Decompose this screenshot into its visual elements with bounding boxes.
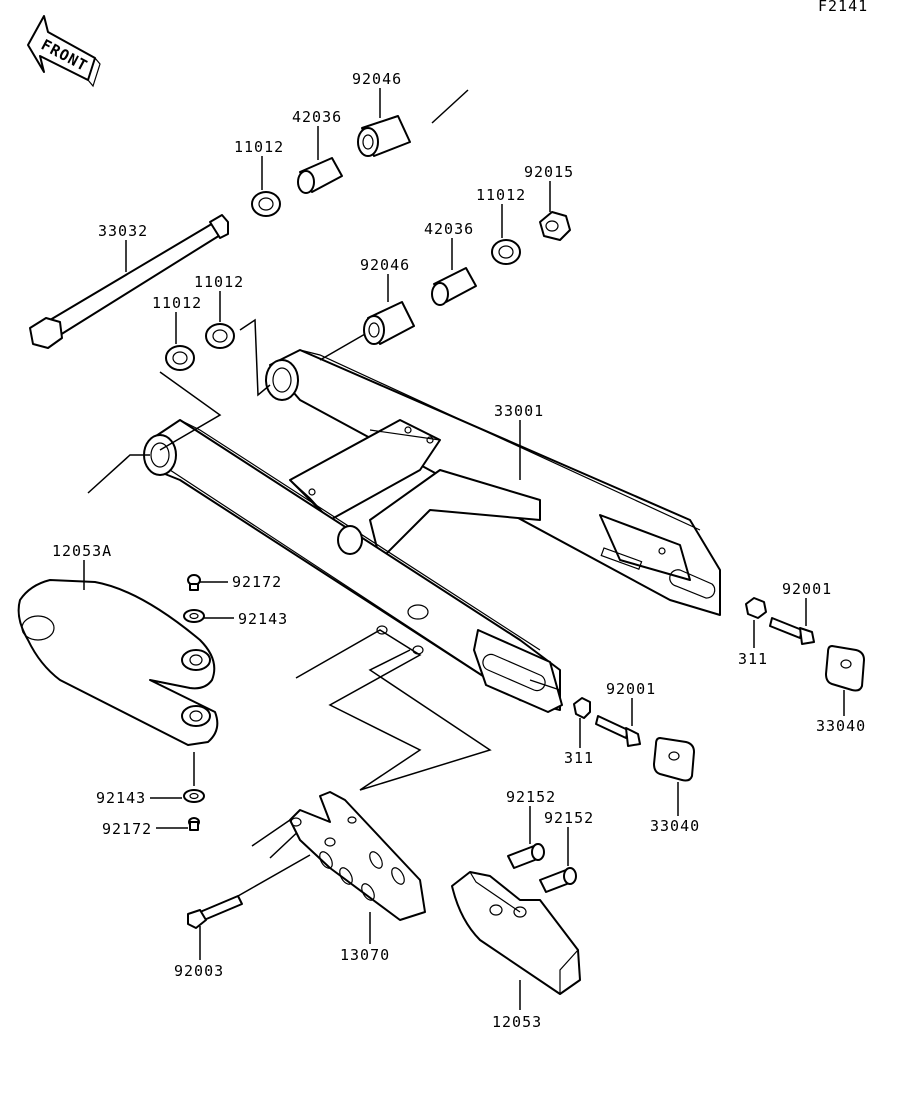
figure-code: F2141 xyxy=(818,0,868,15)
label-92152-b: 92152 xyxy=(544,809,594,827)
label-12053A: 12053A xyxy=(52,542,112,560)
collar-top xyxy=(297,157,343,194)
label-92046-mid: 92046 xyxy=(360,256,410,274)
label-92046-top: 92046 xyxy=(352,70,402,88)
label-33032: 33032 xyxy=(98,222,148,240)
label-11012-top: 11012 xyxy=(234,138,284,156)
label-42036-mid: 42036 xyxy=(424,220,474,238)
label-92172-a: 92172 xyxy=(232,573,282,591)
label-33001: 33001 xyxy=(494,402,544,420)
bolt-92003 xyxy=(187,895,243,929)
label-92143-a: 92143 xyxy=(238,610,288,628)
bushing-92152-a xyxy=(507,843,545,869)
label-42036-top: 42036 xyxy=(292,108,342,126)
label-92172-b: 92172 xyxy=(102,820,152,838)
bolt-92001-right xyxy=(769,617,815,645)
bolt-92001-mid xyxy=(595,715,641,747)
label-11012-right: 11012 xyxy=(476,186,526,204)
label-33040-mid: 33040 xyxy=(650,817,700,835)
bushing-92152-b xyxy=(539,867,577,893)
label-11012-left-b: 11012 xyxy=(194,273,244,291)
washer-92143-a xyxy=(183,609,205,623)
washer-92143-b xyxy=(183,789,205,803)
label-92001-right: 92001 xyxy=(782,580,832,598)
seal-left-b xyxy=(205,323,235,349)
label-311-right: 311 xyxy=(738,650,768,668)
bearing-mid xyxy=(363,301,415,345)
plate-33040-mid xyxy=(653,737,695,782)
swing-arm xyxy=(143,349,721,713)
bearing-top xyxy=(357,115,411,157)
screw-92172-b xyxy=(188,817,200,831)
seal-right xyxy=(491,239,521,265)
label-92015: 92015 xyxy=(524,163,574,181)
nut-311-mid xyxy=(573,697,591,719)
seal-top xyxy=(251,191,281,217)
chain-guide-13070 xyxy=(289,791,426,921)
label-92003: 92003 xyxy=(174,962,224,980)
front-arrow-icon: FRONT xyxy=(27,15,101,88)
collar-mid xyxy=(431,267,477,306)
screw-92172-a xyxy=(187,574,201,591)
label-92152-a: 92152 xyxy=(506,788,556,806)
label-311-mid: 311 xyxy=(564,749,594,767)
pivot-shaft xyxy=(29,214,229,349)
label-11012-left-a: 11012 xyxy=(152,294,202,312)
label-92143-b: 92143 xyxy=(96,789,146,807)
chain-guide-12053 xyxy=(451,871,581,995)
plate-33040-right xyxy=(825,645,865,692)
nut-92015 xyxy=(539,211,571,241)
label-12053: 12053 xyxy=(492,1013,542,1031)
nut-311-right xyxy=(745,597,767,619)
seal-left-a xyxy=(165,345,195,371)
label-92001-mid: 92001 xyxy=(606,680,656,698)
label-13070: 13070 xyxy=(340,946,390,964)
chain-slider xyxy=(17,579,219,746)
label-33040-right: 33040 xyxy=(816,717,866,735)
